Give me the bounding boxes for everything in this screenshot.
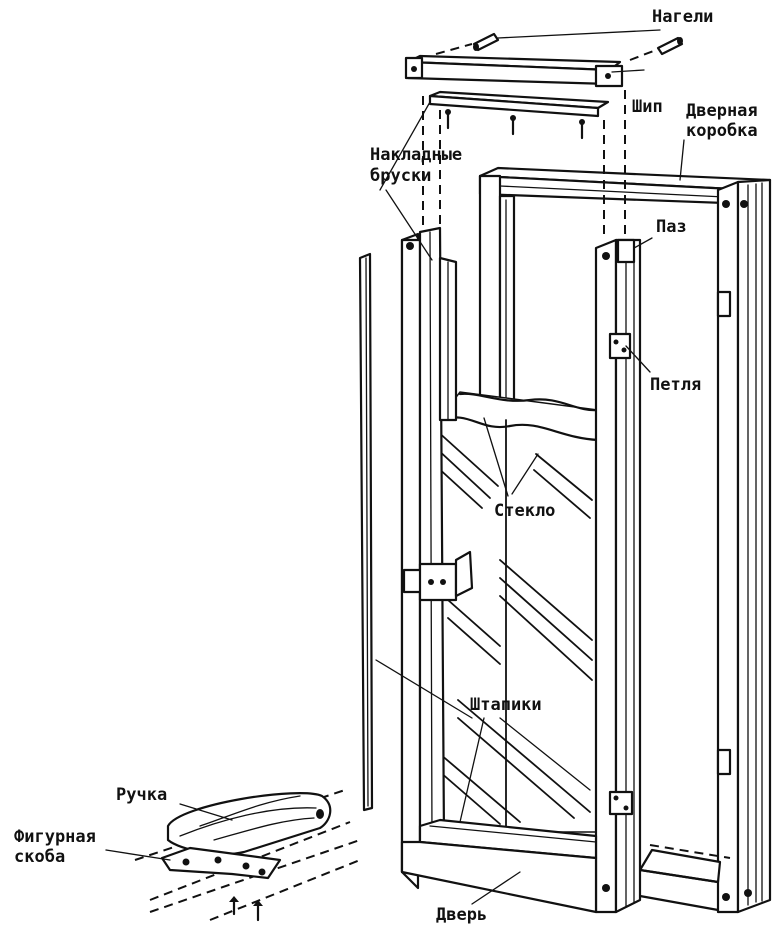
screw-icon (510, 115, 516, 136)
top-rail (404, 29, 684, 140)
label-ruchka: Ручка (116, 785, 167, 805)
glazing-bead-strip (358, 252, 374, 812)
labels: Нагели Шип Дверная коробка Накладные бру… (14, 7, 758, 925)
label-nakladnye: Накладные (370, 145, 462, 165)
label-bruski: бруски (370, 166, 431, 186)
door-frame (478, 166, 772, 914)
leader-lines (105, 69, 685, 905)
label-korobka: коробка (686, 121, 758, 141)
label-shtapiki: Штапики (470, 695, 542, 715)
latch-icon (402, 550, 474, 602)
screw-icon (229, 896, 239, 916)
label-steklo: Стекло (494, 501, 555, 521)
label-petlya: Петля (650, 375, 701, 395)
label-dver: Дверь (436, 905, 487, 925)
door-leaf (400, 226, 642, 914)
screw-icon (445, 109, 451, 130)
handle-assembly (134, 789, 361, 922)
screw-icon (253, 900, 263, 922)
dowel-icon (656, 36, 684, 56)
screw-icon (579, 119, 585, 140)
dowel-icon (472, 32, 500, 52)
label-ship: Шип (632, 97, 663, 117)
label-paz: Паз (656, 217, 687, 237)
hinge-icon (608, 790, 634, 816)
label-skoba: скоба (14, 847, 65, 867)
hinge-icon (608, 332, 632, 360)
label-nageli: Нагели (652, 7, 713, 27)
label-dvernaya: Дверная (686, 101, 758, 121)
label-figurnaya: Фигурная (14, 827, 96, 847)
